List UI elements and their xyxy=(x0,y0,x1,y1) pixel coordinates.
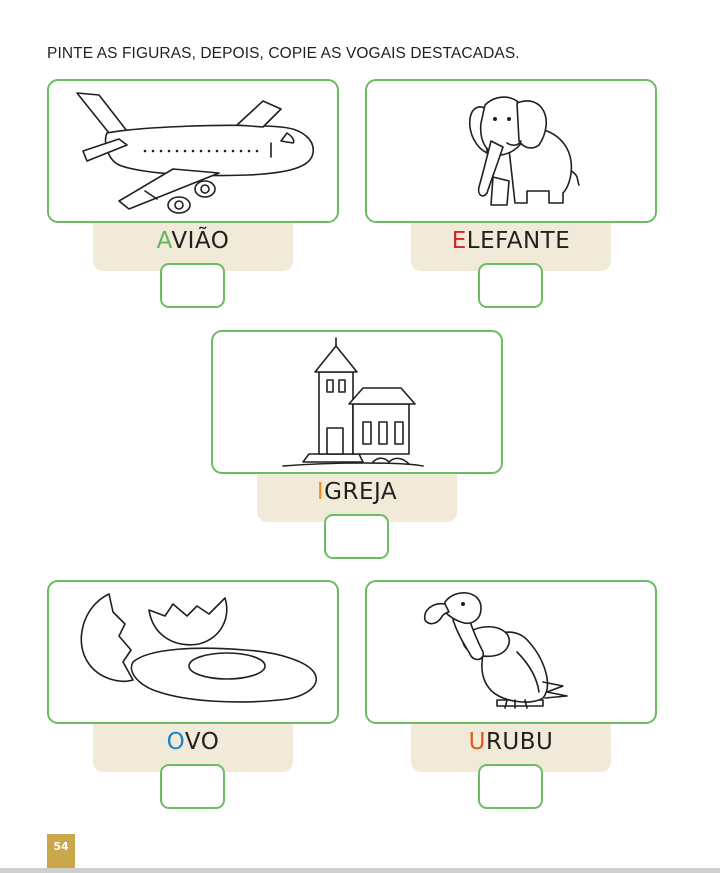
page-number-badge: 54 xyxy=(47,834,75,870)
church-drawing xyxy=(282,337,424,467)
word-urubu: URUBU xyxy=(411,729,611,755)
vulture-drawing xyxy=(423,592,568,709)
answer-box-ovo[interactable] xyxy=(160,764,225,809)
word-label: OVO xyxy=(93,722,293,772)
highlighted-vowel: I xyxy=(316,479,325,505)
highlighted-vowel: U xyxy=(468,729,486,755)
word-rest: VO xyxy=(184,729,220,755)
word-label: IGREJA xyxy=(257,472,457,522)
picture-frame xyxy=(47,79,339,223)
word-rest: RUBU xyxy=(485,729,554,755)
highlighted-vowel: A xyxy=(156,228,172,254)
answer-box-igreja[interactable] xyxy=(324,514,389,559)
word-rest: LEFANTE xyxy=(466,228,571,254)
word-elefante: ELEFANTE xyxy=(411,228,611,254)
egg-drawing xyxy=(80,593,318,703)
word-label: AVIÃO xyxy=(93,221,293,271)
answer-box-aviao[interactable] xyxy=(160,263,225,308)
instruction-text: PINTE AS FIGURAS, DEPOIS, COPIE AS VOGAI… xyxy=(47,45,520,62)
word-rest: GREJA xyxy=(324,479,398,505)
picture-frame xyxy=(47,580,339,724)
airplane-drawing xyxy=(76,92,314,214)
word-rest: VIÃO xyxy=(171,228,230,254)
picture-frame xyxy=(211,330,503,474)
elephant-drawing xyxy=(468,96,580,206)
word-label: ELEFANTE xyxy=(411,221,611,271)
picture-frame xyxy=(365,79,657,223)
answer-box-elefante[interactable] xyxy=(478,263,543,308)
picture-frame xyxy=(365,580,657,724)
highlighted-vowel: E xyxy=(451,228,467,254)
word-label: URUBU xyxy=(411,722,611,772)
word-ovo: OVO xyxy=(93,729,293,755)
answer-box-urubu[interactable] xyxy=(478,764,543,809)
page-bottom-edge xyxy=(0,868,720,873)
highlighted-vowel: O xyxy=(166,729,185,755)
word-aviao: AVIÃO xyxy=(93,228,293,254)
word-igreja: IGREJA xyxy=(257,479,457,505)
page-number: 54 xyxy=(53,840,69,853)
